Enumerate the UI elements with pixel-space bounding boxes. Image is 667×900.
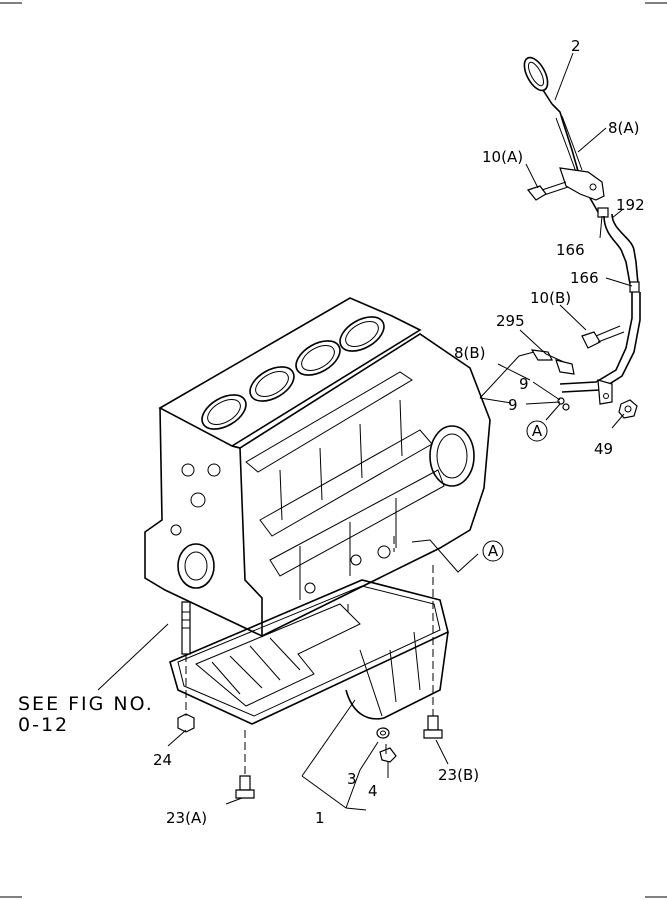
bolt-23a[interactable] — [235, 775, 255, 799]
callout-192: 192 — [616, 196, 645, 214]
see-fig-line2: 0-12 — [18, 714, 69, 736]
nut-24[interactable] — [177, 713, 195, 733]
ref-mark-a-right: A — [482, 540, 504, 562]
callout-49: 49 — [594, 440, 613, 458]
assembly-lines — [185, 536, 434, 776]
ref-mark-a-left: A — [526, 420, 548, 442]
callout-166-lower: 166 — [570, 269, 599, 287]
bolt-10a[interactable] — [526, 181, 569, 201]
callout-24: 24 — [153, 751, 172, 769]
callout-23b: 23(B) — [438, 766, 479, 784]
washer-3[interactable] — [376, 727, 390, 739]
callout-10a: 10(A) — [482, 148, 523, 166]
stud[interactable] — [181, 601, 191, 655]
callout-23a: 23(A) — [166, 809, 207, 827]
clip-166-upper[interactable] — [597, 207, 609, 218]
callout-9-lower: 9 — [508, 396, 518, 414]
see-fig-note: SEE FIG NO. 0-12 — [18, 693, 154, 736]
ref-mark-a-left-label: A — [532, 422, 543, 440]
bolt-23b[interactable] — [423, 715, 443, 739]
cylinder-block[interactable] — [144, 297, 491, 638]
callout-4: 4 — [368, 782, 378, 800]
drain-plug-4[interactable] — [379, 744, 397, 763]
callout-9-upper: 9 — [519, 375, 529, 393]
see-fig-line1: SEE FIG NO. — [18, 693, 154, 715]
dipstick-tube-lower[interactable] — [559, 292, 641, 393]
dipstick-ring[interactable] — [520, 54, 553, 105]
callout-1: 1 — [315, 809, 325, 827]
callout-10b: 10(B) — [530, 289, 571, 307]
fitting-295[interactable] — [530, 349, 575, 375]
callout-2: 2 — [571, 37, 581, 55]
callout-3: 3 — [347, 770, 357, 788]
leader-lines — [97, 52, 633, 811]
clip-166-lower[interactable] — [629, 281, 640, 293]
callout-166-upper: 166 — [556, 241, 585, 259]
hose-192[interactable] — [603, 213, 639, 285]
oil-pan[interactable] — [195, 603, 449, 720]
callout-295: 295 — [496, 312, 525, 330]
dipstick-bracket-a[interactable] — [559, 167, 605, 201]
nut-49[interactable] — [618, 399, 638, 419]
oil-pan-gasket[interactable] — [169, 579, 449, 725]
callout-8b: 8(B) — [454, 344, 486, 362]
callout-8a: 8(A) — [608, 119, 640, 137]
dipstick-bracket-b[interactable] — [597, 379, 613, 405]
callout-labels: 2 8(A) 10(A) 192 166 166 10(B) 295 8(B) … — [153, 37, 645, 827]
ref-mark-a-right-label: A — [488, 542, 499, 560]
bolt-10b[interactable] — [581, 325, 625, 349]
